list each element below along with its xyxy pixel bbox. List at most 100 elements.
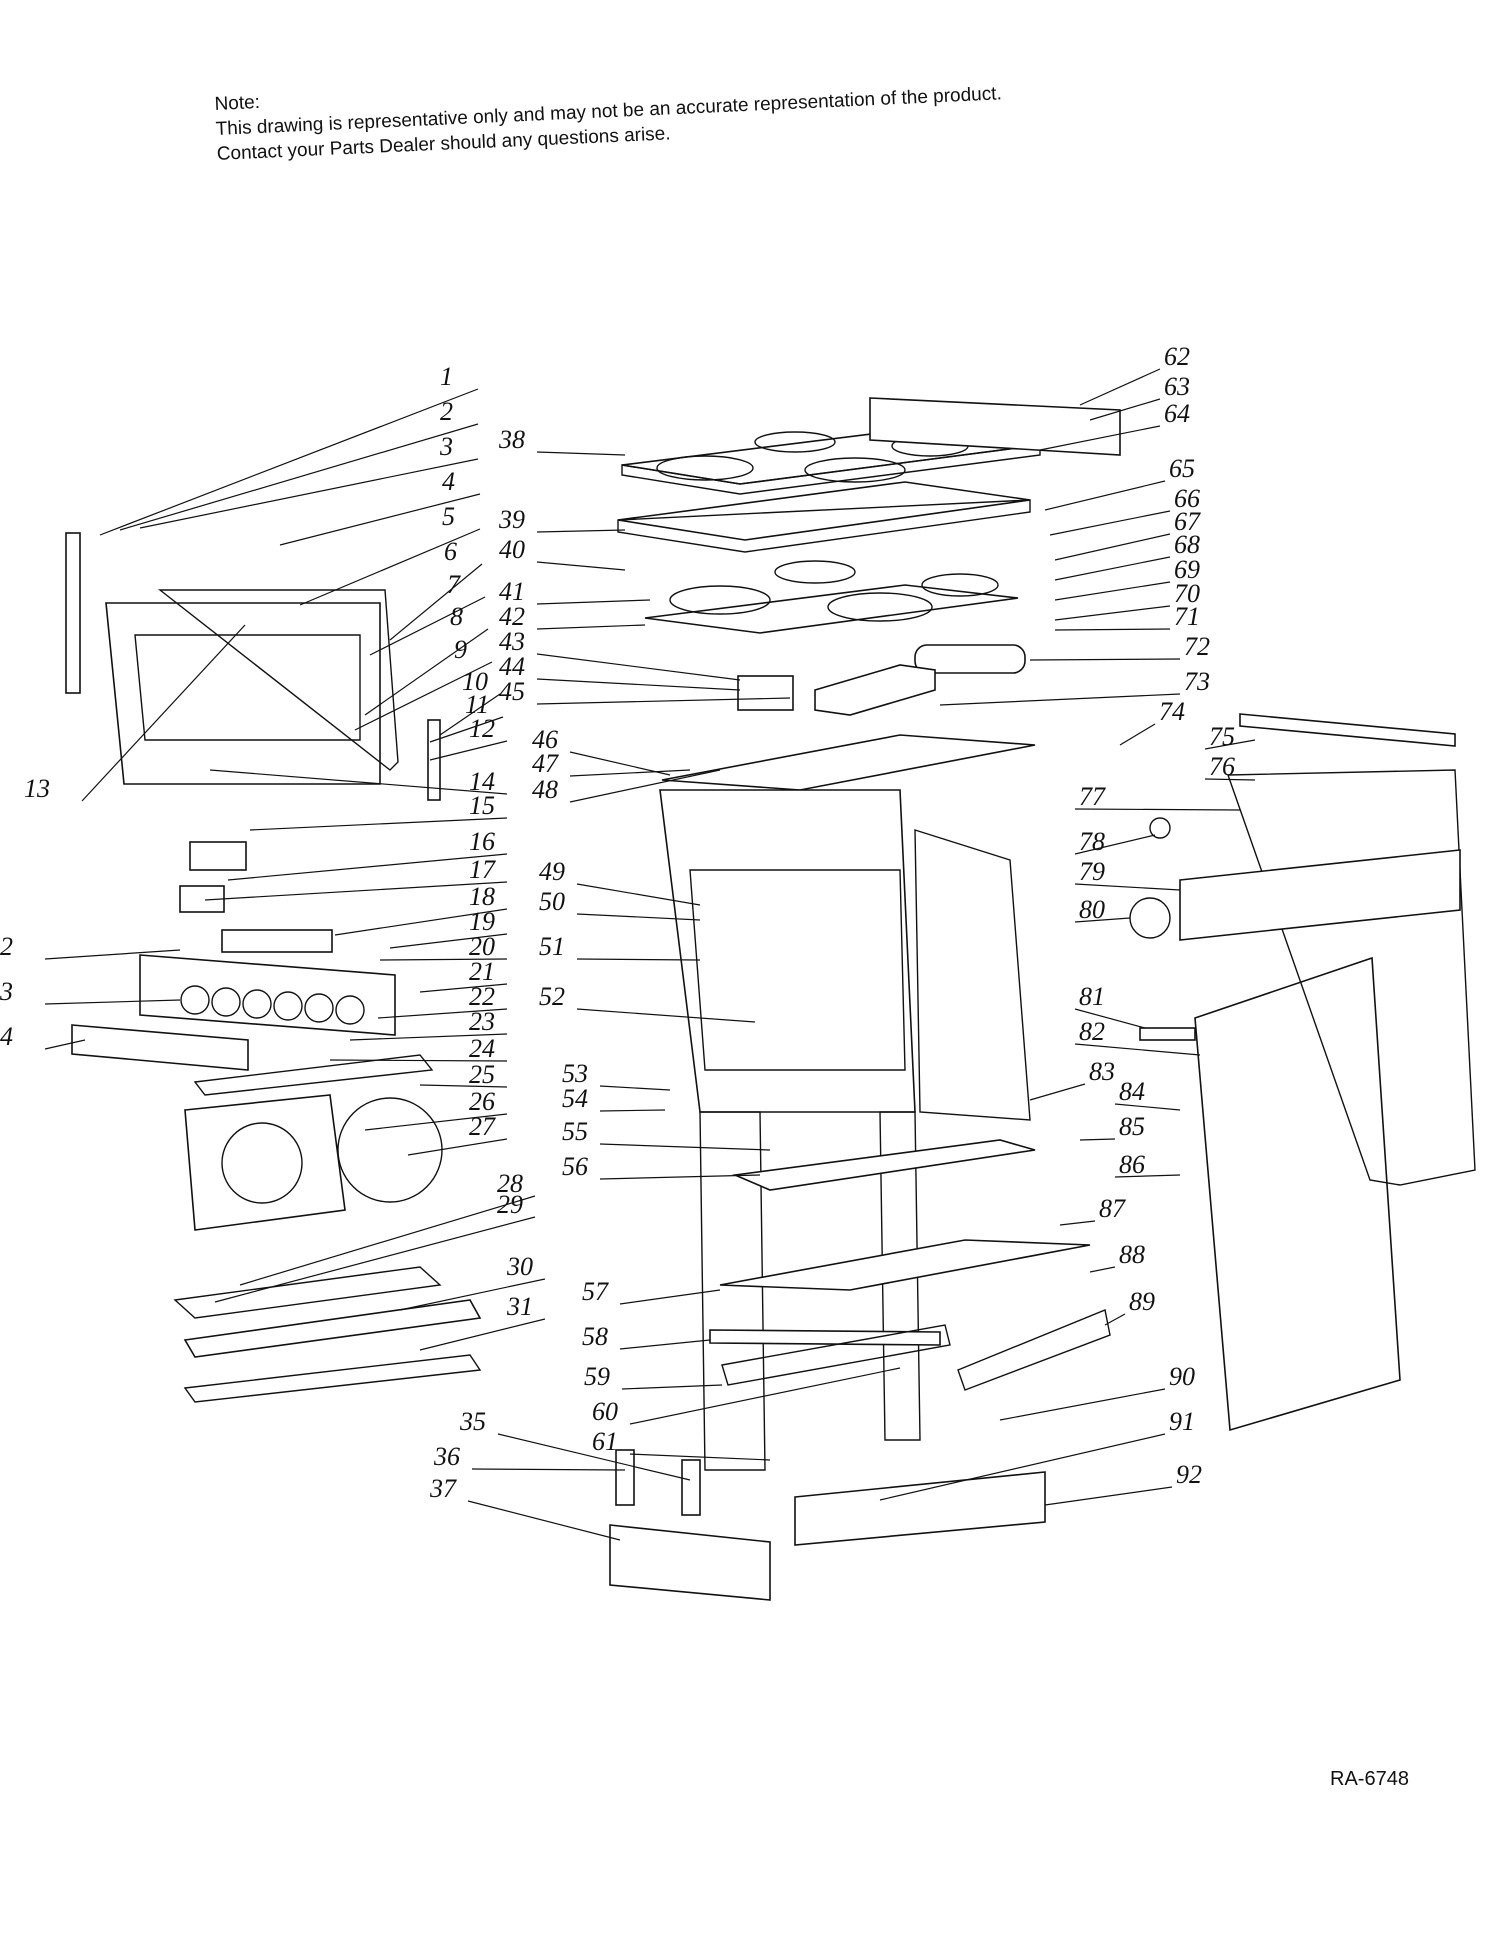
leader-line-48 — [569, 769, 721, 803]
leader-line-14 — [209, 769, 508, 795]
callout-61: 61 — [592, 1427, 618, 1456]
callout-31: 31 — [506, 1292, 533, 1321]
part-knobs — [180, 985, 365, 1025]
part-back-panel — [1227, 769, 1476, 1186]
part-heater-4 — [921, 573, 999, 597]
part-cabinet-lower-frame-right — [879, 1111, 921, 1441]
callout-24: 24 — [469, 1034, 495, 1063]
part-top-rail-75 — [1239, 713, 1456, 747]
leader-line-68 — [1054, 556, 1171, 581]
callout-16: 16 — [469, 827, 495, 856]
callout-27: 27 — [469, 1112, 496, 1141]
part-drawer-runner-right — [957, 1309, 1111, 1391]
leader-line-35 — [497, 1433, 691, 1481]
leader-line-61 — [629, 1453, 771, 1461]
leader-line-49 — [576, 883, 701, 906]
callout-75: 75 — [1209, 722, 1235, 751]
callout-72: 72 — [1184, 632, 1210, 661]
part-top-panel — [661, 734, 1036, 791]
leader-line-20 — [379, 958, 508, 961]
callout-58: 58 — [582, 1322, 608, 1351]
part-hob-zone-2 — [754, 431, 836, 453]
leader-line-47 — [569, 769, 691, 777]
callout-38: 38 — [498, 425, 525, 454]
callout-81: 81 — [1079, 982, 1105, 1011]
leader-line-27 — [407, 1138, 508, 1156]
leader-line-37 — [467, 1500, 621, 1541]
part-bracket-35 — [681, 1459, 701, 1516]
callout-66: 66 — [1174, 484, 1200, 513]
part-grill-element — [193, 1054, 434, 1096]
leader-line-34 — [44, 1039, 86, 1050]
leader-line-88 — [1089, 1266, 1116, 1273]
leader-line-63 — [1089, 398, 1161, 421]
callout-57: 57 — [582, 1277, 609, 1306]
part-heater-1 — [669, 585, 771, 615]
leader-line-4 — [279, 493, 481, 546]
callout-19: 19 — [469, 907, 495, 936]
callout-20: 20 — [469, 932, 495, 961]
callout-34: 34 — [0, 1022, 13, 1051]
part-heater-2 — [774, 560, 856, 584]
callout-80: 80 — [1079, 895, 1105, 924]
callout-29: 29 — [497, 1190, 523, 1219]
callout-2: 2 — [440, 397, 453, 426]
callout-91: 91 — [1169, 1407, 1195, 1436]
callout-39: 39 — [498, 505, 525, 534]
part-drawer-runner-left — [721, 1324, 951, 1386]
leader-line-16 — [227, 853, 508, 881]
callout-11: 11 — [465, 690, 489, 719]
callout-52: 52 — [539, 982, 565, 1011]
leader-line-44 — [536, 678, 741, 691]
part-oven-door-window — [134, 634, 361, 741]
leader-line-87 — [1059, 1220, 1096, 1226]
leader-line-25 — [419, 1084, 508, 1088]
leader-line-39 — [536, 529, 626, 533]
part-lower-rail — [709, 1329, 941, 1346]
callout-35: 35 — [459, 1407, 486, 1436]
callout-9: 9 — [454, 635, 467, 664]
callout-84: 84 — [1119, 1077, 1145, 1106]
callout-5: 5 — [442, 502, 455, 531]
leader-line-65 — [1044, 480, 1166, 511]
callout-69: 69 — [1174, 555, 1200, 584]
callout-55: 55 — [562, 1117, 588, 1146]
callout-88: 88 — [1119, 1240, 1145, 1269]
callout-26: 26 — [469, 1087, 495, 1116]
part-lamp-78 — [1149, 817, 1171, 839]
callout-67: 67 — [1174, 507, 1201, 536]
part-cabinet-front — [659, 789, 916, 1113]
leader-line-22 — [377, 1008, 508, 1019]
part-cabinet-lower-frame — [699, 1111, 766, 1471]
leader-line-77 — [1074, 808, 1241, 811]
callout-62: 62 — [1164, 342, 1190, 371]
leader-line-72 — [1029, 658, 1181, 661]
callout-54: 54 — [562, 1084, 588, 1113]
callout-44: 44 — [499, 652, 525, 681]
leader-line-11 — [429, 716, 504, 743]
callout-79: 79 — [1079, 857, 1105, 886]
callout-74: 74 — [1159, 697, 1185, 726]
leader-line-32 — [44, 949, 181, 960]
callout-63: 63 — [1164, 372, 1190, 401]
leader-line-85 — [1079, 1138, 1116, 1141]
part-cooling-fan — [914, 644, 1026, 674]
callout-7: 7 — [447, 570, 461, 599]
leader-line-69 — [1054, 581, 1171, 601]
callout-92: 92 — [1176, 1460, 1202, 1489]
leader-line-41 — [536, 599, 651, 605]
part-fan-grille — [221, 1122, 303, 1204]
leader-line-29 — [214, 1216, 536, 1303]
leader-line-1 — [99, 388, 479, 536]
part-oven-rack-1 — [173, 1266, 442, 1319]
leader-line-45 — [536, 697, 791, 705]
part-heater-tray — [644, 584, 1019, 634]
leader-line-60 — [629, 1367, 901, 1425]
callout-82: 82 — [1079, 1017, 1105, 1046]
callout-4: 4 — [442, 467, 455, 496]
callout-22: 22 — [469, 982, 495, 1011]
leader-line-90 — [999, 1388, 1166, 1421]
callout-12: 12 — [469, 714, 495, 743]
leader-line-89 — [1104, 1313, 1126, 1326]
callout-30: 30 — [506, 1252, 533, 1281]
